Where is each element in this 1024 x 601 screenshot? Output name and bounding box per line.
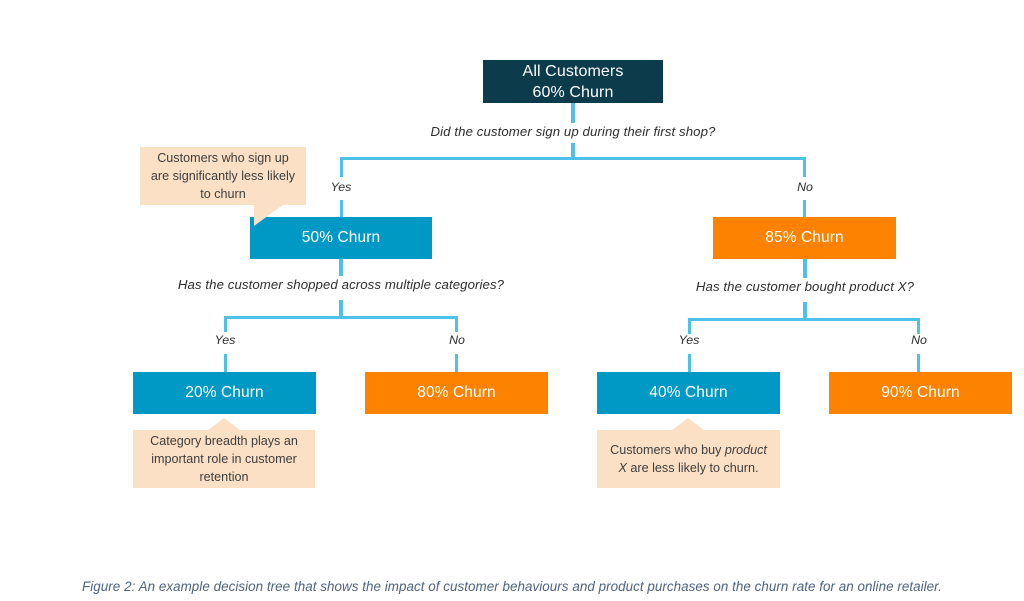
connector-node85-stem — [803, 259, 807, 278]
connector-to-node-80 — [455, 354, 458, 372]
connector-q2left-stem — [339, 300, 343, 317]
callout-signup-insight: Customers who sign up are significantly … — [140, 147, 306, 226]
node-product-x-no-label: 90% Churn — [881, 383, 960, 401]
node-categories-yes-label: 20% Churn — [185, 383, 264, 401]
root-node-value: 60% Churn — [532, 84, 614, 101]
callout-product-x-prefix: Customers who buy — [610, 442, 725, 457]
branch-label-product-x-no: No — [911, 333, 927, 347]
branch-label-categories-yes: Yes — [214, 333, 236, 347]
callout-product-x-emphasis: product X — [618, 442, 767, 475]
connector-split-level1 — [340, 157, 806, 160]
node-categories-no-80[interactable]: 80% Churn — [365, 372, 548, 414]
node-all-customers[interactable]: All Customers 60% Churn — [483, 60, 663, 103]
connector-split-level2-left — [224, 316, 458, 319]
callout-tail-icon — [207, 418, 241, 431]
node-product-x-yes-label: 40% Churn — [649, 383, 728, 401]
question-label-signup: Did the customer sign up during their fi… — [430, 124, 716, 139]
callout-signup-text: Customers who sign up are significantly … — [150, 150, 296, 202]
branch-label-signup-no: No — [797, 180, 813, 194]
node-categories-yes-20[interactable]: 20% Churn — [133, 372, 316, 414]
callout-product-x-suffix: are less likely to churn. — [626, 461, 759, 475]
connector-level1-right-drop — [803, 157, 806, 177]
connector-level2-left-yes-drop — [224, 316, 227, 332]
connector-q2right-stem — [803, 302, 807, 319]
question-label-product-x: Has the customer bought product X? — [695, 279, 915, 294]
callout-product-x-text: Customers who buy product X are less lik… — [607, 441, 770, 477]
connector-to-node-85 — [803, 200, 806, 218]
callout-product-x-insight: Customers who buy product X are less lik… — [597, 418, 780, 488]
connector-split-level2-right — [688, 318, 920, 321]
connector-to-node-90 — [917, 354, 920, 372]
connector-q1-stem — [571, 143, 575, 158]
connector-root-stem — [571, 103, 575, 123]
callout-category-text: Category breadth plays an important role… — [150, 433, 298, 485]
branch-label-signup-yes: Yes — [330, 180, 352, 194]
question-label-categories: Has the customer shopped across multiple… — [177, 277, 505, 292]
node-signup-no-label: 85% Churn — [765, 228, 844, 246]
callout-tail-icon — [671, 418, 705, 431]
figure-caption: Figure 2: An example decision tree that … — [82, 579, 942, 594]
connector-to-node-40 — [688, 354, 691, 372]
branch-label-categories-no: No — [449, 333, 465, 347]
node-signup-yes-label: 50% Churn — [301, 228, 381, 246]
node-categories-no-label: 80% Churn — [417, 383, 496, 401]
connector-to-node-50 — [340, 200, 343, 218]
connector-node50-stem — [339, 259, 343, 276]
callout-tail-icon — [254, 204, 284, 226]
node-signup-no-85[interactable]: 85% Churn — [713, 217, 896, 259]
connector-level2-right-yes-drop — [688, 318, 691, 334]
connector-level2-left-no-drop — [455, 316, 458, 332]
branch-label-product-x-yes: Yes — [678, 333, 700, 347]
node-product-x-no-90[interactable]: 90% Churn — [829, 372, 1012, 414]
connector-to-node-20 — [224, 354, 227, 372]
connector-level1-left-drop — [340, 157, 343, 177]
root-node-title: All Customers — [522, 62, 624, 80]
callout-category-insight: Category breadth plays an important role… — [133, 418, 315, 488]
node-product-x-yes-40[interactable]: 40% Churn — [597, 372, 780, 414]
connector-level2-right-no-drop — [917, 318, 920, 334]
